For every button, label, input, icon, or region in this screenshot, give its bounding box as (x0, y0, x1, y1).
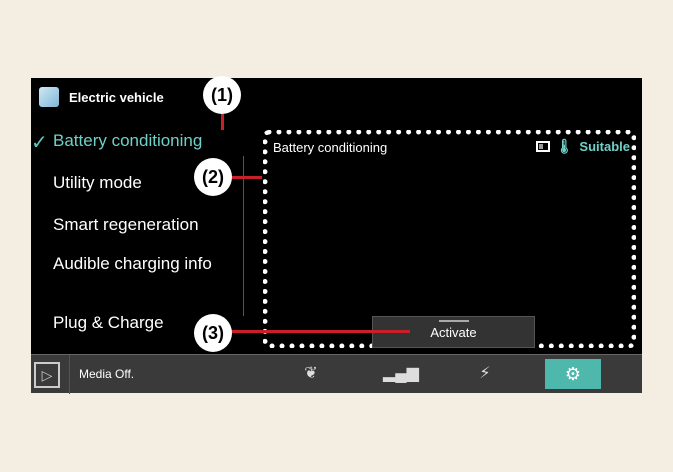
battery-icon (535, 141, 550, 152)
bottom-bar: ▷ Media Off. ❦ ▂▄▆ ⚡ ⚙ (31, 354, 642, 394)
ev-screen: Electric vehicle ✓ Battery conditioning … (31, 78, 642, 394)
panel-title: Battery conditioning (273, 140, 388, 155)
settings-gear-icon[interactable]: ⚙ (545, 359, 601, 389)
callout-3: (3) (194, 314, 232, 352)
menu-divider (243, 156, 244, 316)
status-text: Suitable (579, 139, 630, 154)
bar-chart-icon[interactable]: ▂▄▆ (383, 365, 419, 382)
selected-check-icon: ✓ (31, 132, 48, 154)
callout-line-2 (230, 176, 262, 179)
bottom-divider (69, 355, 70, 394)
menu-item-battery-conditioning[interactable]: Battery conditioning (53, 131, 203, 150)
electric-vehicle-app-icon (39, 87, 59, 107)
play-icon[interactable]: ▷ (34, 362, 60, 388)
battery-status: 🌡︎ Suitable (535, 138, 630, 155)
callout-line-3 (230, 330, 410, 333)
charging-settings-icon[interactable]: ⚡ (479, 365, 491, 382)
menu-item-audible-charging-info[interactable]: Audible charging info (53, 254, 212, 273)
callout-2: (2) (194, 158, 232, 196)
page-title: Electric vehicle (69, 90, 164, 105)
thermometer-icon: 🌡︎ (555, 138, 574, 154)
menu-item-utility-mode[interactable]: Utility mode (53, 173, 142, 192)
eco-leaf-icon[interactable]: ❦ (304, 365, 318, 382)
menu-item-smart-regeneration[interactable]: Smart regeneration (53, 215, 199, 234)
menu-item-plug-and-charge[interactable]: Plug & Charge (53, 313, 164, 332)
callout-line-1 (221, 114, 224, 130)
callout-1: (1) (203, 76, 241, 114)
media-status[interactable]: Media Off. (79, 367, 135, 381)
